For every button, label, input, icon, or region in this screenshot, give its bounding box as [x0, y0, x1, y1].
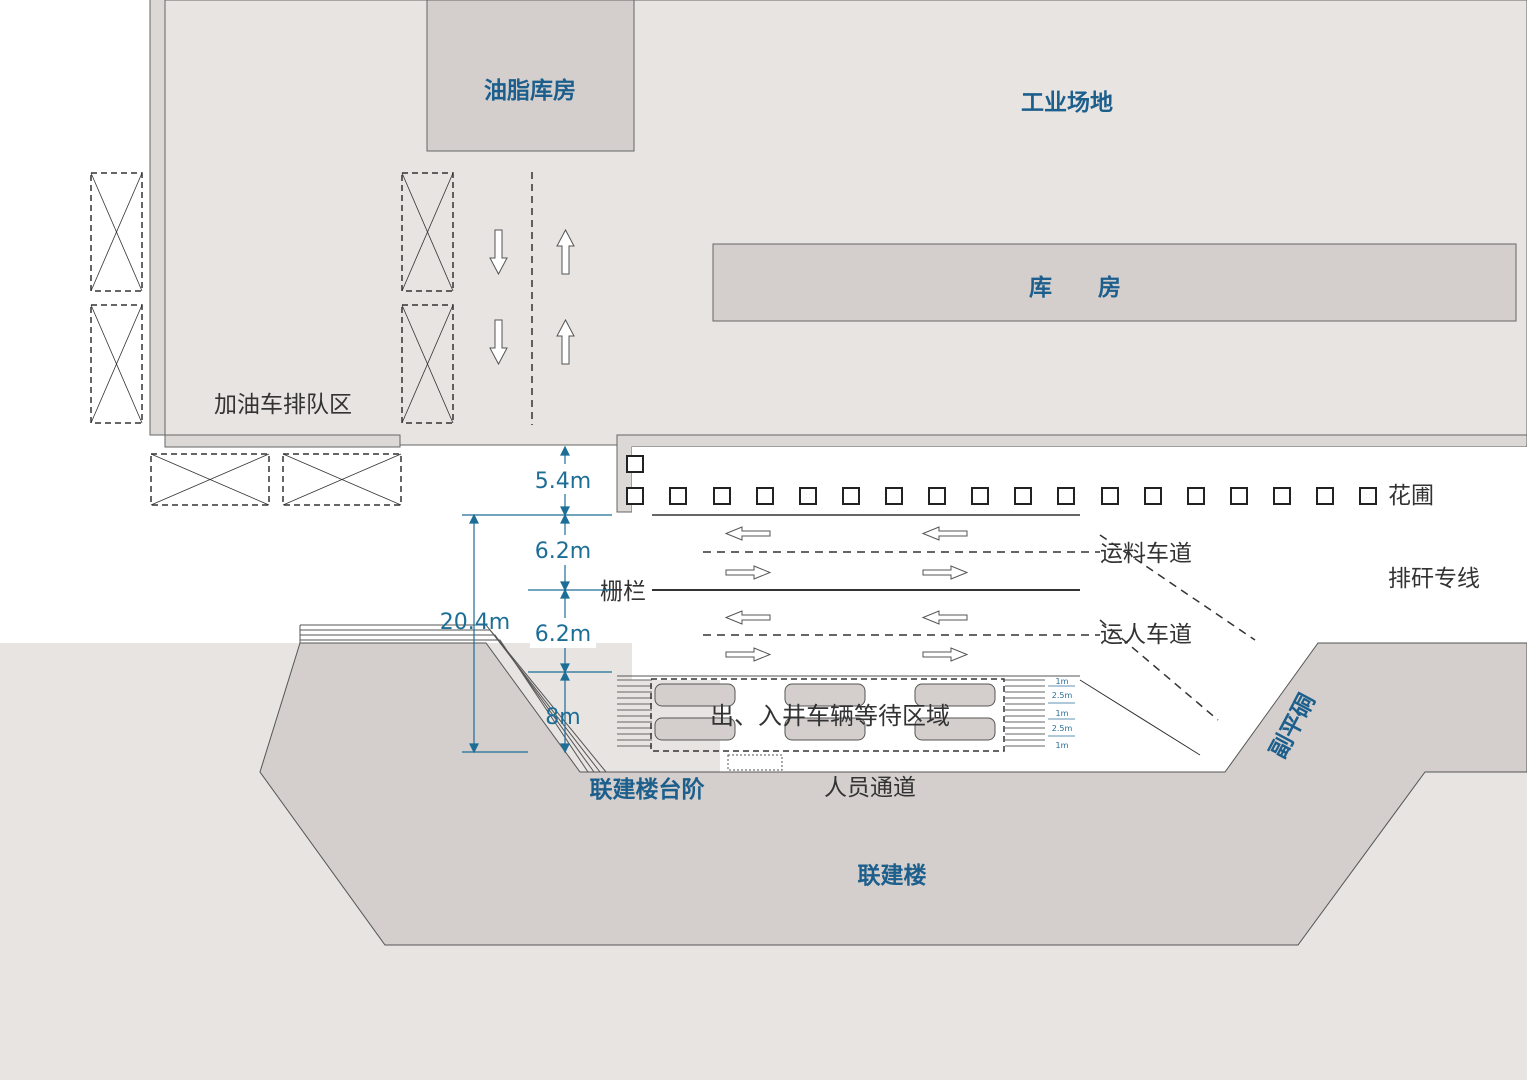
industrial-site-area [149, 0, 1527, 446]
waiting-area-label: 出、入井车辆等待区域 [710, 702, 950, 730]
right-arrow-icon [725, 647, 772, 662]
crosswalk-mark-2: 2.5m [1052, 691, 1073, 700]
planter-square-icon [626, 487, 644, 505]
planter-square-icon [1230, 487, 1248, 505]
car-rect-icon [784, 717, 866, 741]
vehicle-slot-icon [401, 304, 454, 424]
car-rect-icon [654, 717, 736, 741]
down-arrow-icon [489, 319, 508, 366]
lane-arrows [724, 526, 969, 662]
joint-building-label: 联建楼 [858, 863, 927, 889]
vehicle-slot-icon [90, 304, 143, 424]
dim-bg-2 [530, 535, 596, 565]
dimension-5-4: 5.4m [535, 469, 591, 494]
planter-square-icon [669, 487, 687, 505]
material-lane-label: 运料车道 [1100, 541, 1192, 567]
grease-warehouse-label: 油脂库房 [484, 77, 576, 104]
vehicle-slot-icon [401, 172, 454, 292]
planter-square-icon [1014, 487, 1032, 505]
crosswalk-marks [1048, 685, 1075, 737]
car-rect-icon [914, 717, 996, 741]
planter-square-icon [842, 487, 860, 505]
car-rect-icon [654, 683, 736, 707]
planter-square-icon [1057, 487, 1075, 505]
planter-square-icon [1187, 487, 1205, 505]
car-rect-icon [914, 683, 996, 707]
crosswalk-mark-3: 1m [1056, 709, 1069, 718]
planter-square-icon [1359, 487, 1377, 505]
building-steps [299, 624, 720, 773]
refuel-queue-label: 加油车排队区 [214, 392, 352, 418]
planter-square-icon [971, 487, 989, 505]
right-arrow-icon [725, 565, 772, 580]
planter-square-icon [756, 487, 774, 505]
waste-line-lower [1099, 619, 1219, 721]
left-arrow-icon [724, 526, 771, 541]
planter-square-icon [1144, 487, 1162, 505]
right-arrow-icon [922, 565, 969, 580]
down-arrow-icon [489, 229, 508, 276]
planter-square-icon [885, 487, 903, 505]
crosswalk-mark-5: 1m [1056, 741, 1069, 750]
planter-square-icon [1273, 487, 1291, 505]
dim-bg-1 [530, 464, 596, 494]
personnel-passage-label: 人员通道 [824, 775, 916, 801]
planter-square-icon [1316, 487, 1334, 505]
vehicle-slot-icon [282, 453, 402, 506]
crosswalk-mark-1: 1m [1056, 677, 1069, 686]
entrance-arrows [489, 228, 575, 366]
fence-label: 栅栏 [600, 579, 646, 605]
waiting-cars [654, 683, 996, 741]
waiting-area-edge [1079, 679, 1201, 756]
planter-square-icon [713, 487, 731, 505]
warehouse-label: 库 房 [1029, 274, 1121, 301]
car-rect-icon [784, 683, 866, 707]
dimension-lines [462, 445, 612, 754]
personnel-lane-label: 运人车道 [1100, 622, 1192, 648]
flower-bed-label: 花圃 [1388, 483, 1434, 509]
planter-square-icon [799, 487, 817, 505]
vehicle-slot-icon [150, 453, 270, 506]
vehicle-slot-icon [90, 172, 143, 292]
up-arrow-icon [556, 318, 575, 365]
flower-bed-planters [626, 455, 1377, 505]
building-steps-label: 联建楼台阶 [590, 776, 705, 803]
grease-warehouse [426, 0, 635, 152]
refuel-queue-slots [90, 172, 454, 506]
planter-square-icon [626, 455, 644, 473]
planter-square-icon [928, 487, 946, 505]
waste-line-upper [1099, 534, 1256, 641]
warehouse [712, 243, 1517, 322]
left-arrow-icon [921, 610, 968, 625]
waste-line-label: 排矸专线 [1388, 566, 1480, 592]
dimension-8: 8m [545, 705, 580, 730]
left-arrow-icon [724, 610, 771, 625]
crosswalk-hatching-left [617, 679, 652, 747]
dimension-6-2-lower: 6.2m [535, 622, 591, 647]
right-arrow-icon [922, 647, 969, 662]
industrial-site-label: 工业场地 [1021, 90, 1113, 116]
personnel-passage [727, 754, 783, 771]
dimension-6-2-upper: 6.2m [535, 539, 591, 564]
crosswalk-hatching-right [1005, 679, 1045, 747]
left-arrow-icon [921, 526, 968, 541]
planter-square-icon [1101, 487, 1119, 505]
dim-bg-3 [530, 618, 596, 648]
dimension-20-4: 20.4m [440, 610, 510, 635]
waiting-area-box [650, 678, 1005, 752]
crosswalk-mark-4: 2.5m [1052, 724, 1073, 733]
west-wall [149, 0, 401, 448]
up-arrow-icon [556, 228, 575, 275]
